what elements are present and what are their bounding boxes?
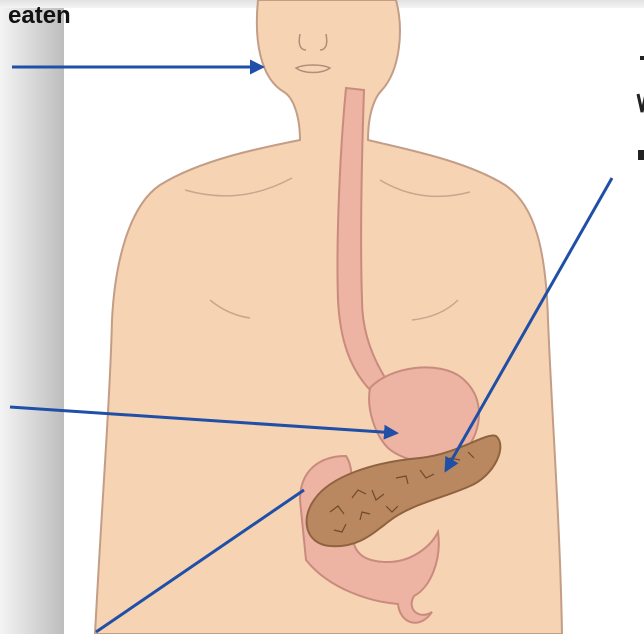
label-food-eaten: eaten	[8, 4, 71, 28]
text-fragment-3	[638, 150, 644, 160]
text-fragment-2	[638, 94, 644, 112]
text-fragment-1	[640, 56, 644, 60]
